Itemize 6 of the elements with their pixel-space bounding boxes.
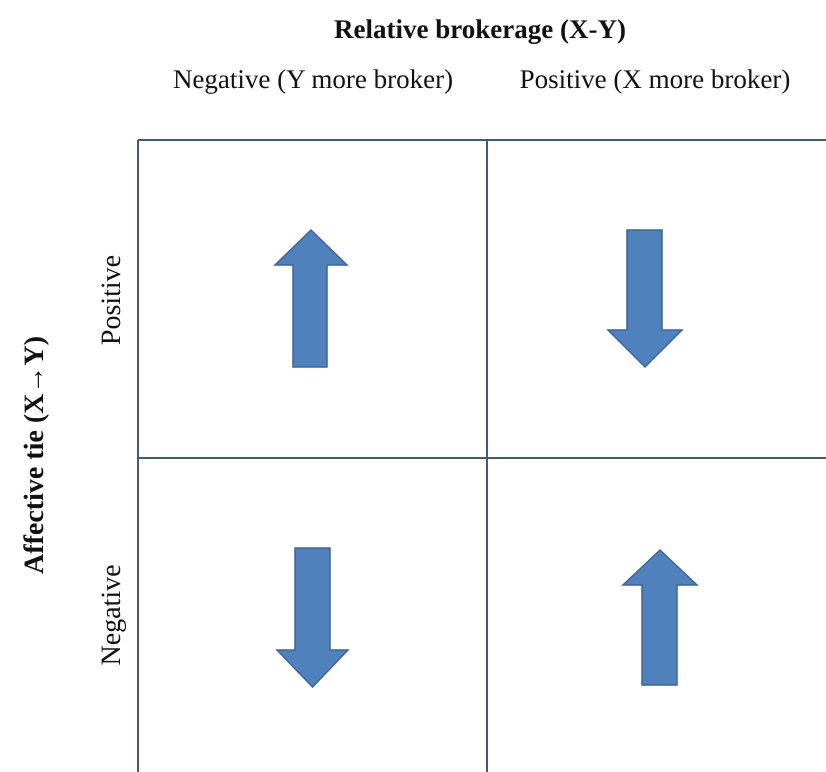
axis-title: Affective tie (X→Y) — [18, 335, 51, 576]
row-header: Positive — [95, 254, 128, 348]
column-header: Negative (Y more broker) — [172, 63, 454, 96]
axis-title: Relative brokerage (X-Y) — [333, 13, 627, 46]
column-header: Positive (X more broker) — [518, 63, 792, 96]
row-header: Negative — [95, 563, 128, 668]
